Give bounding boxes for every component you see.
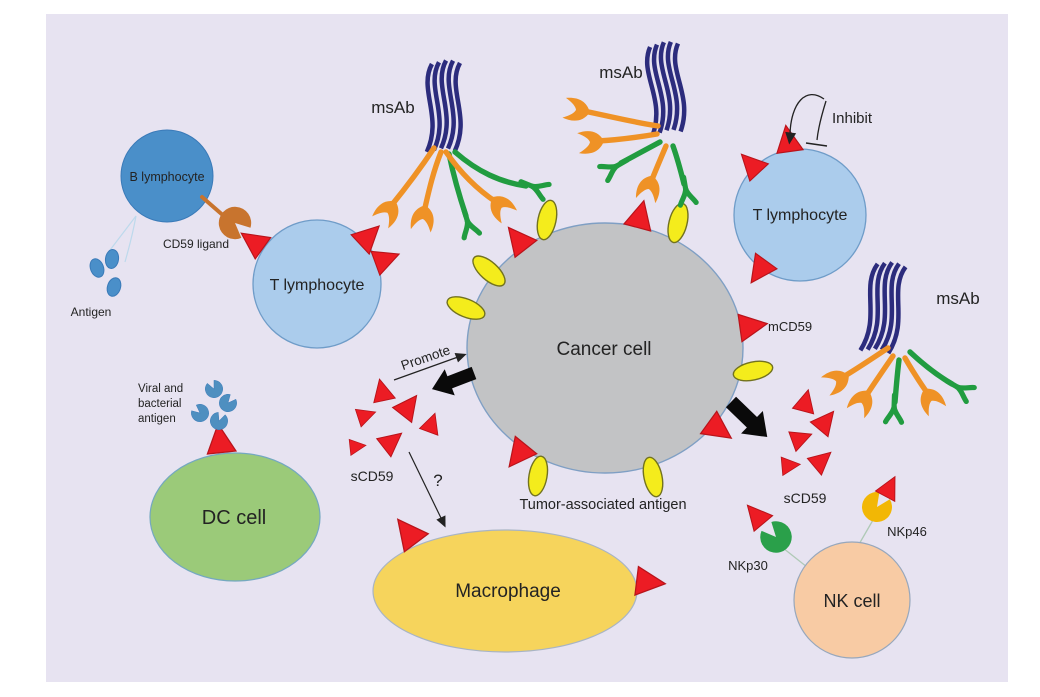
msab-left-group: msAb [371, 60, 549, 238]
viral-antigen-label-line3: antigen [138, 413, 176, 425]
viral-antigen-label-line1: Viral and [138, 383, 183, 395]
nkp46-label: NKp46 [887, 524, 927, 539]
msab-center-label: msAb [599, 63, 642, 82]
cancer-cell-label: Cancer cell [556, 339, 651, 360]
scd59-left-group: sCD59 ? [348, 376, 451, 530]
msab-right-label: msAb [936, 289, 979, 308]
scd59-right-label: sCD59 [784, 490, 827, 506]
antigen-oval [104, 249, 120, 269]
promote-arrow-line [393, 356, 459, 381]
dc-cell-group: Viral and bacterial antigen DC cell [138, 377, 321, 582]
b-lymphocyte-body [120, 129, 214, 223]
cd59-ligand-label: CD59 ligand [163, 237, 229, 251]
mcd59-label: mCD59 [768, 319, 812, 334]
msab-center-group: msAb [562, 41, 696, 205]
inhibit-annotation [789, 93, 828, 147]
inhibit-t-bar [805, 142, 828, 147]
t-lymphocyte-left-group: T lymphocyte [233, 216, 405, 349]
macrophage-label: Macrophage [455, 581, 561, 602]
inhibit-arrow-curve [789, 93, 825, 135]
nk-cell-label: NK cell [823, 591, 880, 611]
antigen-oval [89, 258, 105, 278]
dc-cell-label: DC cell [202, 507, 266, 529]
b-lymphocyte-group: B lymphocyte Antigen CD59 ligand [71, 129, 257, 319]
tumor-associated-antigen-label: Tumor-associated antigen [519, 497, 686, 513]
antigen-label: Antigen [71, 305, 112, 319]
msab-right-group: msAb [820, 259, 980, 422]
scd59-left-label: sCD59 [351, 468, 394, 484]
msab-left-label: msAb [371, 98, 414, 117]
dc-cell-body [149, 452, 321, 582]
b-lymphocyte-label: B lymphocyte [129, 170, 204, 184]
viral-antigen-label-line2: bacterial [138, 398, 181, 410]
nk-cell-body [793, 541, 911, 659]
macrophage-group: Macrophage [372, 509, 668, 653]
antigen-particles [89, 249, 122, 297]
antigen-uptake-lines [106, 215, 137, 263]
cd59-ligand-stalk [200, 195, 227, 219]
t-lymphocyte-right-label: T lymphocyte [753, 207, 848, 224]
cancer-cell-group: Cancer cell Tumor-associated antigen mCD… [443, 196, 812, 513]
nk-cell-group: sCD59 NKp30 NKp46 NK cell [728, 386, 927, 659]
inhibit-bar-line [816, 100, 827, 141]
question-mark-label: ? [433, 471, 442, 490]
question-arrow-line [408, 451, 442, 519]
antigen-oval [106, 277, 122, 297]
inhibit-label: Inhibit [832, 110, 873, 127]
t-lymphocyte-left-label: T lymphocyte [270, 277, 365, 294]
t-lymphocyte-left-body [252, 219, 382, 349]
nkp30-label: NKp30 [728, 558, 768, 573]
t-lymphocyte-right-group: T lymphocyte Inhibit [732, 93, 873, 291]
receptor-stalks [782, 519, 874, 568]
cancer-cell-body [466, 222, 744, 474]
